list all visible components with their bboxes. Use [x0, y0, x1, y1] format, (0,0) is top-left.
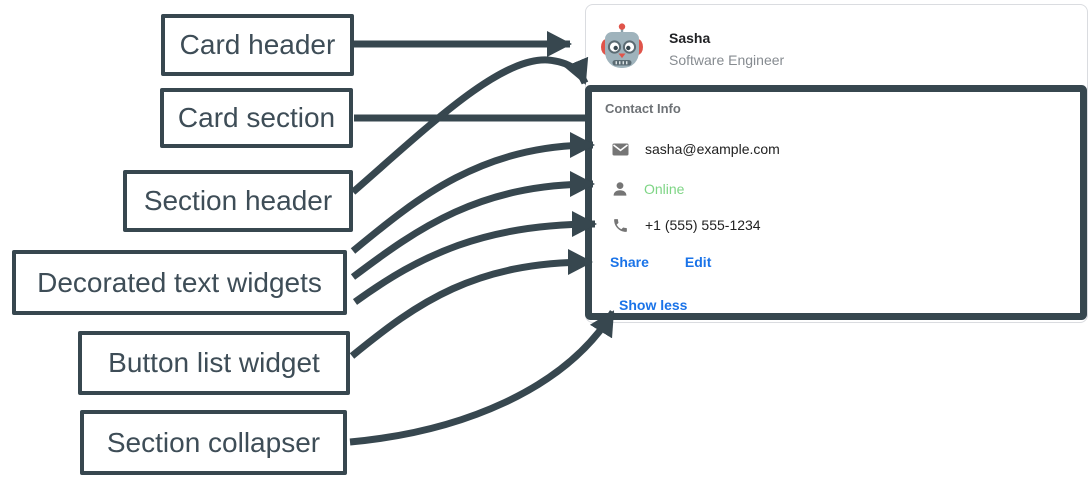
- email-icon: [612, 143, 629, 155]
- label-section-collapser: Section collapser: [80, 410, 347, 475]
- robot-avatar-icon: [601, 23, 643, 68]
- decorated-text-row-phone: +1 (555) 555-1234: [612, 216, 761, 234]
- arrow-decorated-text-phone: [352, 211, 597, 305]
- phone-icon: [614, 218, 627, 232]
- arrow-decorated-text-email: [350, 132, 595, 254]
- arrow-decorated-text-status: [350, 171, 595, 280]
- label-section-header: Section header: [123, 170, 353, 232]
- arrow-section-header: [350, 56, 589, 195]
- email-text: sasha@example.com: [645, 141, 780, 157]
- phone-text: +1 (555) 555-1234: [645, 217, 761, 233]
- person-icon: [613, 182, 627, 196]
- arrow-button-list: [349, 249, 593, 359]
- label-button-list-widget: Button list widget: [78, 331, 350, 395]
- card-header-name: Sasha: [669, 30, 711, 46]
- label-decorated-text-widgets: Decorated text widgets: [12, 250, 347, 315]
- status-text: Online: [644, 181, 685, 197]
- button-list: Share Edit: [610, 254, 711, 271]
- section-header-title: Contact Info: [605, 101, 681, 116]
- label-card-section: Card section: [160, 88, 353, 148]
- arrow-section-collapser: [349, 310, 616, 446]
- edit-button[interactable]: Edit: [684, 254, 712, 270]
- card-header-subtitle: Software Engineer: [669, 52, 785, 68]
- share-button[interactable]: Share: [610, 254, 649, 270]
- contact-card: Sasha Software Engineer Contact Info sas…: [585, 4, 1088, 323]
- show-less-button[interactable]: Show less: [619, 297, 688, 313]
- decorated-text-row-status: Online: [612, 180, 684, 198]
- label-card-header: Card header: [161, 14, 354, 76]
- decorated-text-row-email: sasha@example.com: [612, 140, 780, 158]
